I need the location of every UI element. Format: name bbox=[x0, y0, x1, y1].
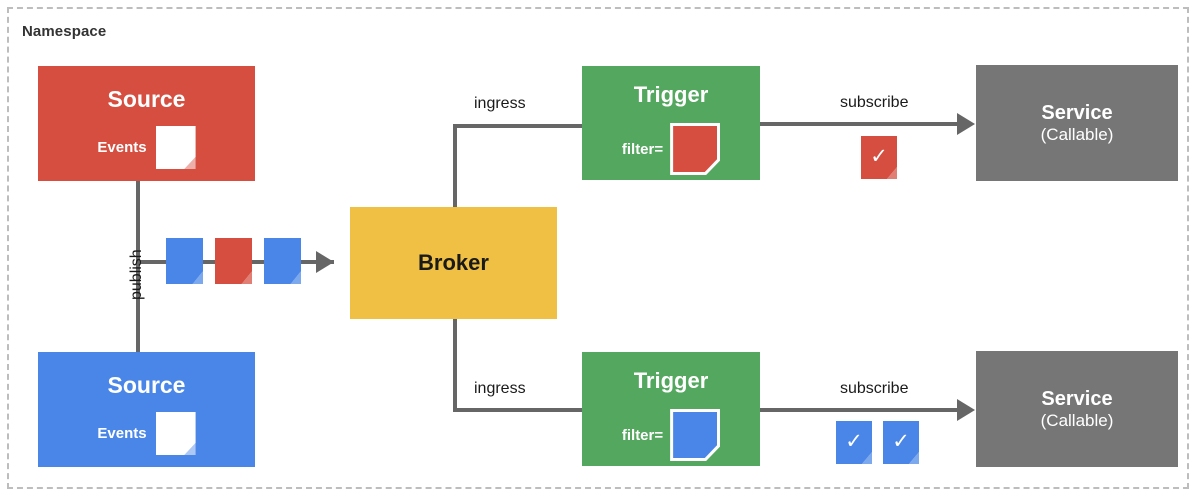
service-top-subtitle: (Callable) bbox=[1040, 125, 1114, 144]
broker-title: Broker bbox=[418, 250, 489, 275]
ingress-top-horizontal-line bbox=[453, 124, 584, 128]
node-trigger-bottom[interactable]: Trigger filter= bbox=[582, 352, 760, 466]
source-red-title: Source bbox=[107, 86, 186, 112]
source-blue-title: Source bbox=[107, 372, 186, 398]
doc-fold bbox=[290, 271, 301, 284]
doc-fold bbox=[184, 156, 196, 169]
subscribe-bottom-arrowhead bbox=[957, 399, 975, 421]
trigger-top-title: Trigger bbox=[633, 82, 709, 107]
trigger-top-filter-row: filter= bbox=[582, 123, 760, 175]
doc-sheet bbox=[673, 412, 718, 458]
check-icon: ✓ bbox=[870, 144, 888, 168]
trigger-bottom-filter-row: filter= bbox=[582, 409, 760, 461]
publish-label: publish bbox=[128, 249, 145, 300]
subscribe-bottom-line bbox=[760, 408, 965, 412]
doc-sheet bbox=[155, 412, 196, 455]
ingress-top-vertical-line bbox=[453, 124, 457, 208]
publish-arrowhead bbox=[316, 251, 334, 273]
events-doc-icon bbox=[155, 126, 196, 169]
node-source-red[interactable]: Source Events bbox=[38, 66, 255, 181]
event-doc-blue-1 bbox=[166, 238, 203, 284]
doc-sheet bbox=[836, 421, 872, 464]
doc-sheet bbox=[861, 136, 897, 179]
subscribe-top-line bbox=[760, 122, 965, 126]
trigger-top-filter-label: filter= bbox=[621, 140, 664, 158]
ingress-bottom-horizontal-line bbox=[453, 408, 584, 412]
doc-sheet bbox=[883, 421, 919, 464]
service-bottom-subtitle: (Callable) bbox=[1040, 411, 1114, 430]
ingress-bottom-label: ingress bbox=[474, 380, 526, 397]
check-icon: ✓ bbox=[892, 429, 910, 453]
source-blue-events-label: Events bbox=[97, 425, 147, 442]
delivered-doc-red: ✓ bbox=[861, 136, 897, 179]
event-doc-blue-2 bbox=[264, 238, 301, 284]
subscribe-top-label: subscribe bbox=[840, 94, 909, 111]
filter-doc-icon-blue bbox=[670, 409, 721, 461]
delivered-doc-blue-2: ✓ bbox=[883, 421, 919, 464]
doc-fold bbox=[192, 271, 203, 284]
subscribe-top-delivered-docs: ✓ bbox=[861, 136, 897, 179]
node-service-bottom[interactable]: Service (Callable) bbox=[976, 351, 1178, 467]
filter-doc-icon-red bbox=[670, 123, 721, 175]
node-broker[interactable]: Broker bbox=[350, 207, 557, 319]
service-top-title: Service bbox=[1041, 102, 1113, 124]
source-red-events-row: Events bbox=[38, 126, 255, 169]
source-red-events-label: Events bbox=[97, 139, 147, 156]
doc-fold bbox=[241, 271, 252, 284]
doc-sheet bbox=[215, 238, 252, 284]
ingress-bottom-vertical-line bbox=[453, 318, 457, 412]
event-stream-docs bbox=[166, 238, 301, 284]
node-trigger-top[interactable]: Trigger filter= bbox=[582, 66, 760, 180]
doc-sheet bbox=[155, 126, 196, 169]
events-doc-icon bbox=[155, 412, 196, 455]
doc-fold bbox=[861, 451, 872, 464]
doc-sheet bbox=[264, 238, 301, 284]
namespace-label: Namespace bbox=[22, 23, 107, 40]
doc-sheet bbox=[673, 126, 718, 172]
subscribe-bottom-delivered-docs: ✓ ✓ bbox=[836, 421, 919, 464]
delivered-doc-blue-1: ✓ bbox=[836, 421, 872, 464]
service-bottom-title: Service bbox=[1041, 388, 1113, 410]
doc-sheet bbox=[166, 238, 203, 284]
ingress-top-label: ingress bbox=[474, 95, 526, 112]
subscribe-top-arrowhead bbox=[957, 113, 975, 135]
subscribe-bottom-label: subscribe bbox=[840, 380, 909, 397]
node-service-top[interactable]: Service (Callable) bbox=[976, 65, 1178, 181]
doc-fold bbox=[184, 442, 196, 455]
check-icon: ✓ bbox=[845, 429, 863, 453]
doc-fold bbox=[908, 451, 919, 464]
event-doc-red bbox=[215, 238, 252, 284]
source-blue-events-row: Events bbox=[38, 412, 255, 455]
publish-trunk-line bbox=[136, 178, 140, 362]
node-source-blue[interactable]: Source Events bbox=[38, 352, 255, 467]
namespace-boundary bbox=[7, 7, 1189, 489]
trigger-bottom-filter-label: filter= bbox=[621, 426, 664, 444]
doc-fold bbox=[886, 166, 897, 179]
trigger-bottom-title: Trigger bbox=[633, 368, 709, 393]
